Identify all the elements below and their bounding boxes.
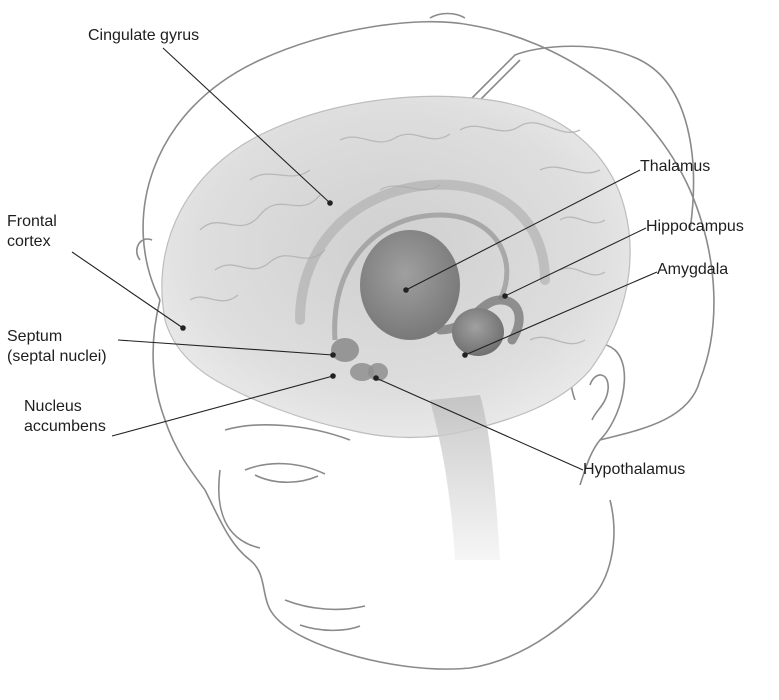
label-thalamus: Thalamus (640, 157, 710, 177)
thalamus-shape (360, 230, 460, 340)
septum-shape (331, 338, 359, 362)
label-hypothalamus: Hypothalamus (583, 460, 685, 480)
label-cingulate-gyrus: Cingulate gyrus (88, 26, 199, 46)
label-septum: Septum (septal nuclei) (7, 327, 107, 367)
label-frontal-cortex: Frontal cortex (7, 212, 57, 252)
label-amygdala: Amygdala (657, 260, 728, 280)
label-nucleus-accumbens: Nucleus accumbens (24, 397, 106, 437)
label-hippocampus: Hippocampus (646, 217, 744, 237)
